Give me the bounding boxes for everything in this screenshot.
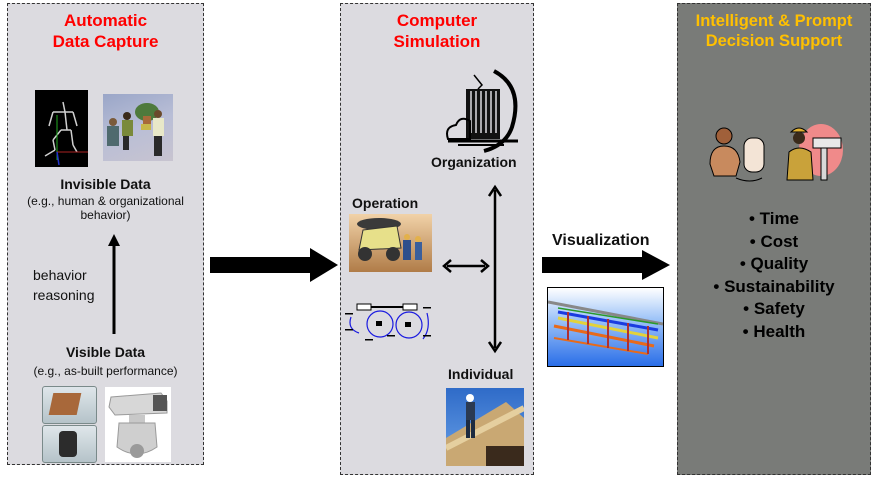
decision-criteria-list: • Time • Cost • Quality • Sustainability… [678, 208, 870, 343]
simulation-to-decision-arrow [542, 250, 670, 280]
handheld-scanner-image [42, 425, 97, 463]
visualization-label: Visualization [552, 232, 650, 249]
office-worker-icon [709, 127, 765, 182]
invisible-desc-line2: behavior) [80, 208, 131, 222]
criteria-item: • Sustainability [713, 276, 835, 296]
invisible-data-description: (e.g., human & organizational behavior) [8, 194, 203, 222]
organization-individual-arrow [488, 184, 502, 354]
capture-to-simulation-arrow [210, 248, 338, 282]
decision-title-line1: Intelligent & Prompt [695, 12, 853, 30]
criteria-item: • Safety [743, 299, 805, 318]
criteria-item: • Cost [749, 231, 799, 251]
system-dynamics-diagram [345, 303, 431, 341]
reasoning-line1: behavior [33, 267, 87, 283]
criteria-item: • Health [742, 321, 806, 341]
visible-data-label: Visible Data [65, 344, 146, 360]
invisible-data-label: Invisible Data [60, 176, 151, 192]
reasoning-line2: reasoning [33, 287, 95, 303]
visible-data-description: (e.g., as-built performance) [33, 364, 178, 378]
criteria-item: • Quality [739, 254, 809, 273]
operation-label: Operation [352, 195, 419, 211]
computer-simulation-panel: Computer Simulation Organization Operati… [340, 3, 534, 475]
decision-support-panel: Intelligent & Prompt Decision Support • … [677, 3, 871, 475]
bim-visualization-image [547, 287, 664, 367]
simulation-title-line1: Computer [396, 11, 478, 30]
capture-title-line1: Automatic [63, 11, 148, 30]
invisible-desc-line1: (e.g., human & organizational [27, 194, 184, 208]
capture-title-line2: Data Capture [52, 32, 159, 51]
operation-bidirectional-arrow [442, 259, 490, 273]
simulation-title: Computer Simulation [341, 10, 533, 52]
data-capture-panel: Automatic Data Capture [7, 3, 204, 465]
decision-title-line2: Decision Support [705, 32, 843, 50]
surveillance-camera-image [105, 387, 171, 462]
individual-label: Individual [448, 366, 514, 382]
organization-label: Organization [431, 154, 517, 170]
decision-title: Intelligent & Prompt Decision Support [678, 11, 870, 51]
people-meeting-image [103, 94, 173, 161]
behavior-reasoning-arrow [108, 234, 120, 334]
construction-worker-icon [786, 124, 843, 181]
capture-title: Automatic Data Capture [8, 10, 203, 52]
skeleton-tracking-image [35, 90, 88, 167]
organization-building-icon [446, 69, 518, 153]
construction-operation-image [349, 214, 432, 272]
rfid-tag-image [42, 386, 97, 424]
simulation-title-line2: Simulation [393, 32, 481, 51]
criteria-item: • Time [748, 209, 800, 228]
individual-worker-image [446, 388, 524, 466]
behavior-reasoning-label: behavior reasoning [33, 265, 95, 305]
